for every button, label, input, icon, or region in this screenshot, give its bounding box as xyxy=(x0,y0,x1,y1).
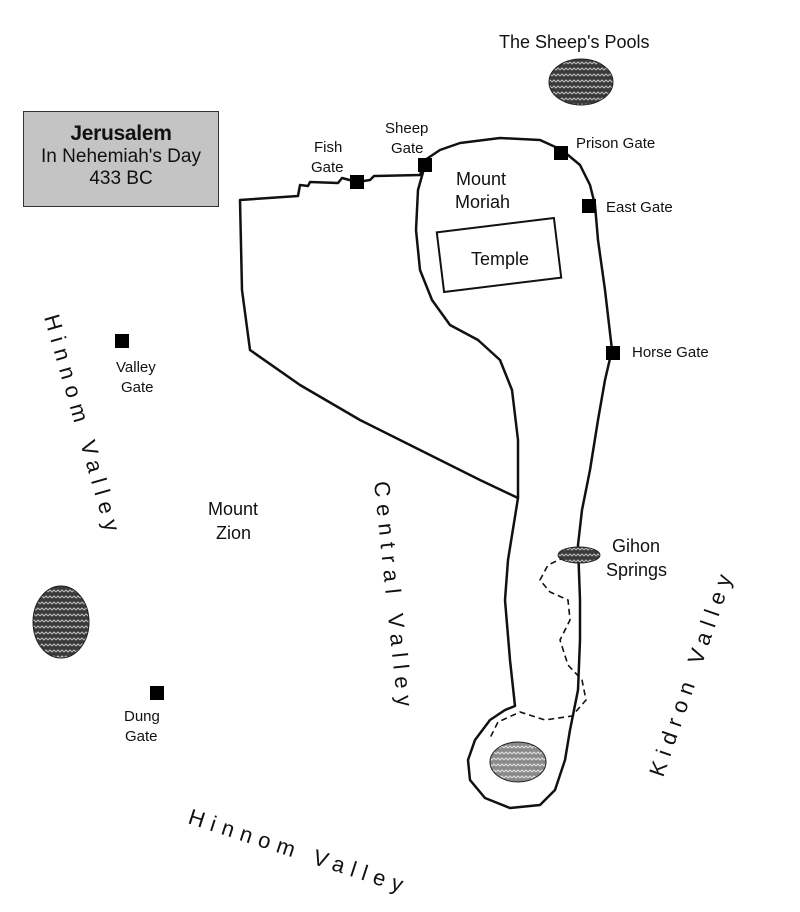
dung-gate-label-1: Dung xyxy=(124,708,160,725)
fish-gate-marker xyxy=(350,175,364,189)
valley-gate-label-1: Valley xyxy=(116,359,156,376)
valley-gate-label-2: Gate xyxy=(121,379,154,396)
hezekiah-tunnel xyxy=(489,556,587,739)
sheep-gate-label-2: Gate xyxy=(391,140,424,157)
prison-gate-label: Prison Gate xyxy=(576,135,655,152)
hinnom-valley-west-label: Hinnom Valley xyxy=(39,311,127,540)
valley-gate-marker xyxy=(115,334,129,348)
siloam-pool-icon xyxy=(489,741,547,783)
hinnom-valley-south-label: Hinnom Valley xyxy=(185,804,413,899)
mount-moriah-label-1: Mount xyxy=(456,169,506,189)
sheeps-pools-label: The Sheep's Pools xyxy=(499,32,650,52)
sheep-gate-marker xyxy=(418,158,432,172)
dung-gate-label-2: Gate xyxy=(125,728,158,745)
mount-zion-label-2: Zion xyxy=(216,523,251,543)
east-gate-label: East Gate xyxy=(606,199,673,216)
horse-gate-marker xyxy=(606,346,620,360)
map-date: 433 BC xyxy=(89,168,153,189)
gihon-springs-icon xyxy=(557,546,601,564)
gihon-label-2: Springs xyxy=(606,560,667,580)
west-pool-icon xyxy=(32,585,90,659)
sheeps-pools-icon xyxy=(548,58,614,106)
east-gate-marker xyxy=(582,199,596,213)
mount-zion-label-1: Mount xyxy=(208,499,258,519)
temple-label: Temple xyxy=(471,249,529,269)
map-subtitle: In Nehemiah's Day xyxy=(41,146,201,167)
temple-outline xyxy=(435,216,563,294)
gihon-label-1: Gihon xyxy=(612,536,660,556)
horse-gate-label: Horse Gate xyxy=(632,344,709,361)
map-title: Jerusalem xyxy=(70,122,172,145)
mount-moriah-label-2: Moriah xyxy=(455,192,510,212)
map-title-box: Jerusalem In Nehemiah's Day 433 BC xyxy=(23,111,219,207)
dung-gate-marker xyxy=(150,686,164,700)
sheep-gate-label-1: Sheep xyxy=(385,120,428,137)
kidron-valley-label: Kidron Valley xyxy=(644,564,739,779)
prison-gate-marker xyxy=(554,146,568,160)
central-valley-label: Central Valley xyxy=(369,480,418,715)
fish-gate-label-2: Gate xyxy=(311,159,344,176)
inner-wall xyxy=(414,164,520,498)
fish-gate-label-1: Fish xyxy=(314,139,342,156)
city-wall xyxy=(238,136,614,810)
